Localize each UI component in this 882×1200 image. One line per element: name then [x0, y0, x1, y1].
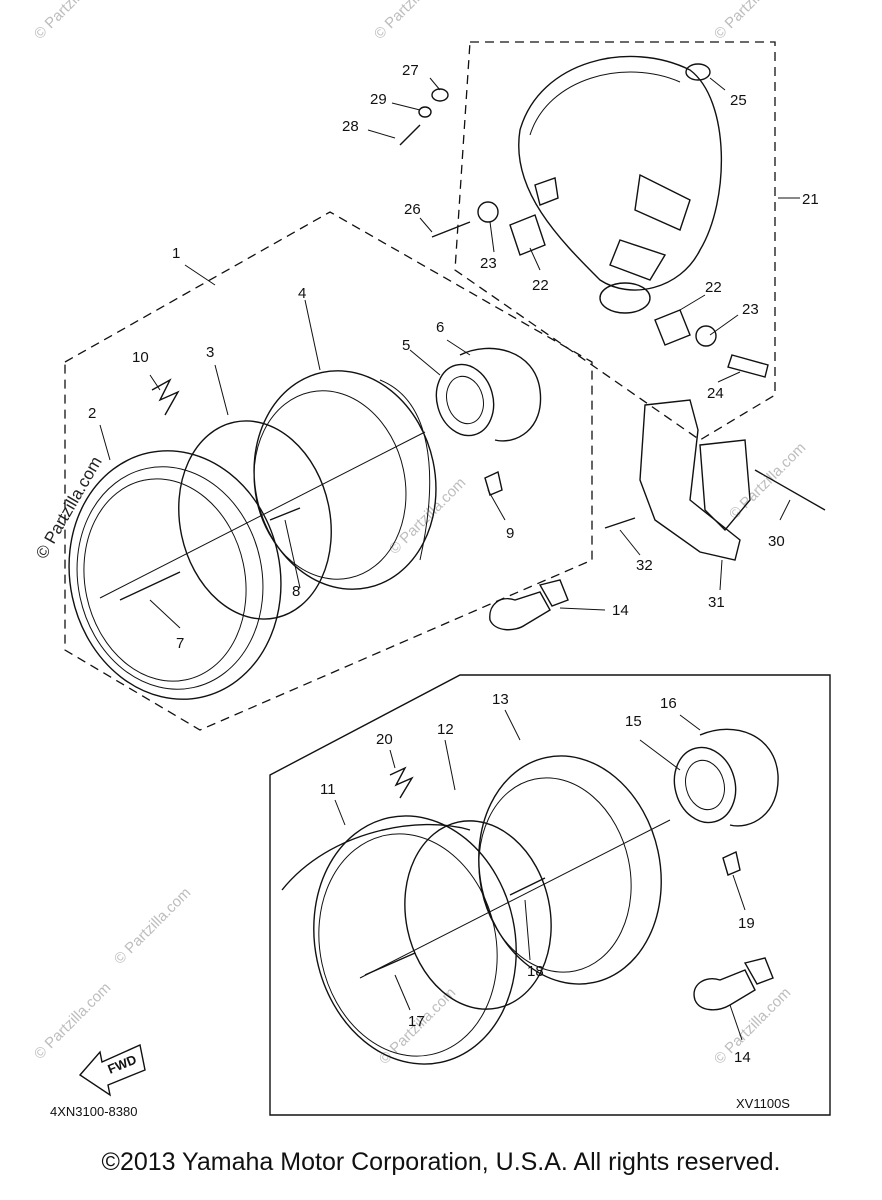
washer-27: [431, 88, 449, 102]
housing-21-boundary: [454, 41, 776, 441]
model-label: XV1100S: [736, 1096, 790, 1111]
watermark-text: © Partzilla.com: [111, 884, 194, 967]
watermark-text: © Partzilla.com: [31, 979, 114, 1062]
callout-14-upper: 14: [612, 602, 629, 619]
copyright-notice: ©2013 Yamaha Motor Corporation, U.S.A. A…: [101, 1148, 781, 1176]
callout-16: 16: [660, 695, 677, 712]
bulb-socket-lower: [673, 728, 779, 827]
callout-12: 12: [437, 721, 454, 738]
callout-15: 15: [625, 713, 642, 730]
callout-22a: 22: [532, 277, 549, 294]
callout-23b: 23: [742, 301, 759, 318]
bolt-26: [431, 221, 471, 238]
callout-23a: 23: [480, 255, 497, 272]
assembly-axis-lower: [359, 819, 671, 979]
watermark-text: © Partzilla.com: [711, 0, 794, 43]
callout-21: 21: [802, 191, 819, 208]
screw-7: [119, 571, 181, 601]
callout-26: 26: [404, 201, 421, 218]
damper-22: [509, 214, 546, 256]
callout-10: 10: [132, 349, 149, 366]
lower-assembly-boundary: [269, 674, 831, 1116]
callout-19: 19: [738, 915, 755, 932]
callout-7: 7: [176, 635, 184, 652]
callout-3: 3: [206, 344, 214, 361]
callout-22b: 22: [705, 279, 722, 296]
callout-labels: 1 2 3 4 5 6 7 8 9 10 11 12 13 14 14 15 1…: [88, 62, 819, 1066]
bolt-32: [604, 517, 636, 529]
visor-rim: [281, 815, 517, 1065]
collar-23b: [695, 325, 717, 347]
diagram-code: 4XN3100-8380: [50, 1104, 137, 1119]
headlight-bracket: [639, 399, 751, 561]
bulb-upper: [489, 579, 569, 631]
callout-8: 8: [292, 583, 300, 600]
callout-29: 29: [370, 91, 387, 108]
callout-25: 25: [730, 92, 747, 109]
bolt-28: [399, 124, 421, 146]
callout-20: 20: [376, 731, 393, 748]
callout-13: 13: [492, 691, 509, 708]
clip-20: [389, 766, 414, 799]
callout-4: 4: [298, 285, 306, 302]
callout-30: 30: [768, 533, 785, 550]
callout-31: 31: [708, 594, 725, 611]
assembly-axis: [99, 431, 426, 599]
bolt-30: [754, 469, 826, 511]
washer-29: [418, 106, 432, 118]
damper-22b: [654, 309, 691, 346]
screw-17: [364, 952, 416, 976]
grommet-25: [685, 63, 711, 81]
watermark-text: © Partzilla.com: [711, 984, 794, 1067]
callout-32: 32: [636, 557, 653, 574]
callout-9: 9: [506, 525, 514, 542]
callout-17: 17: [408, 1013, 425, 1030]
headlight-housing: [518, 55, 723, 314]
fwd-label: FWD: [106, 1052, 139, 1077]
fwd-arrow: FWD: [78, 1044, 146, 1097]
callout-14-lower: 14: [734, 1049, 751, 1066]
callout-1: 1: [172, 245, 180, 262]
watermark-text-dark: © Partzilla.com: [32, 453, 106, 562]
callout-5: 5: [402, 337, 410, 354]
lens-unit: [253, 370, 437, 590]
watermark-text: © Partzilla.com: [371, 0, 454, 43]
nut-9: [484, 471, 503, 496]
watermark-text: © Partzilla.com: [726, 439, 809, 522]
spring-18: [509, 877, 546, 896]
leader-lines: [99, 77, 800, 1041]
collar-24: [727, 354, 769, 378]
clip-10: [151, 378, 180, 416]
callout-11: 11: [320, 781, 336, 798]
bulb-lower: [693, 957, 774, 1011]
spring-8: [269, 507, 301, 521]
callout-28: 28: [342, 118, 359, 135]
retaining-ring-12: [404, 820, 552, 1010]
assembly-1-boundary: [64, 211, 593, 731]
callout-27: 27: [402, 62, 419, 79]
callout-6: 6: [436, 319, 444, 336]
callout-2: 2: [88, 405, 96, 422]
headlight-rim: [68, 450, 282, 700]
retaining-ring: [178, 420, 332, 620]
callout-18: 18: [527, 963, 544, 980]
watermark-text: © Partzilla.com: [31, 0, 114, 43]
nut-19: [722, 851, 741, 876]
bulb-socket: [435, 347, 542, 442]
lens-unit-13: [478, 755, 662, 985]
collar-23: [477, 201, 499, 223]
callout-24: 24: [707, 385, 724, 402]
watermark-layer: © Partzilla.com © Partzilla.com © Partzi…: [31, 0, 809, 1068]
